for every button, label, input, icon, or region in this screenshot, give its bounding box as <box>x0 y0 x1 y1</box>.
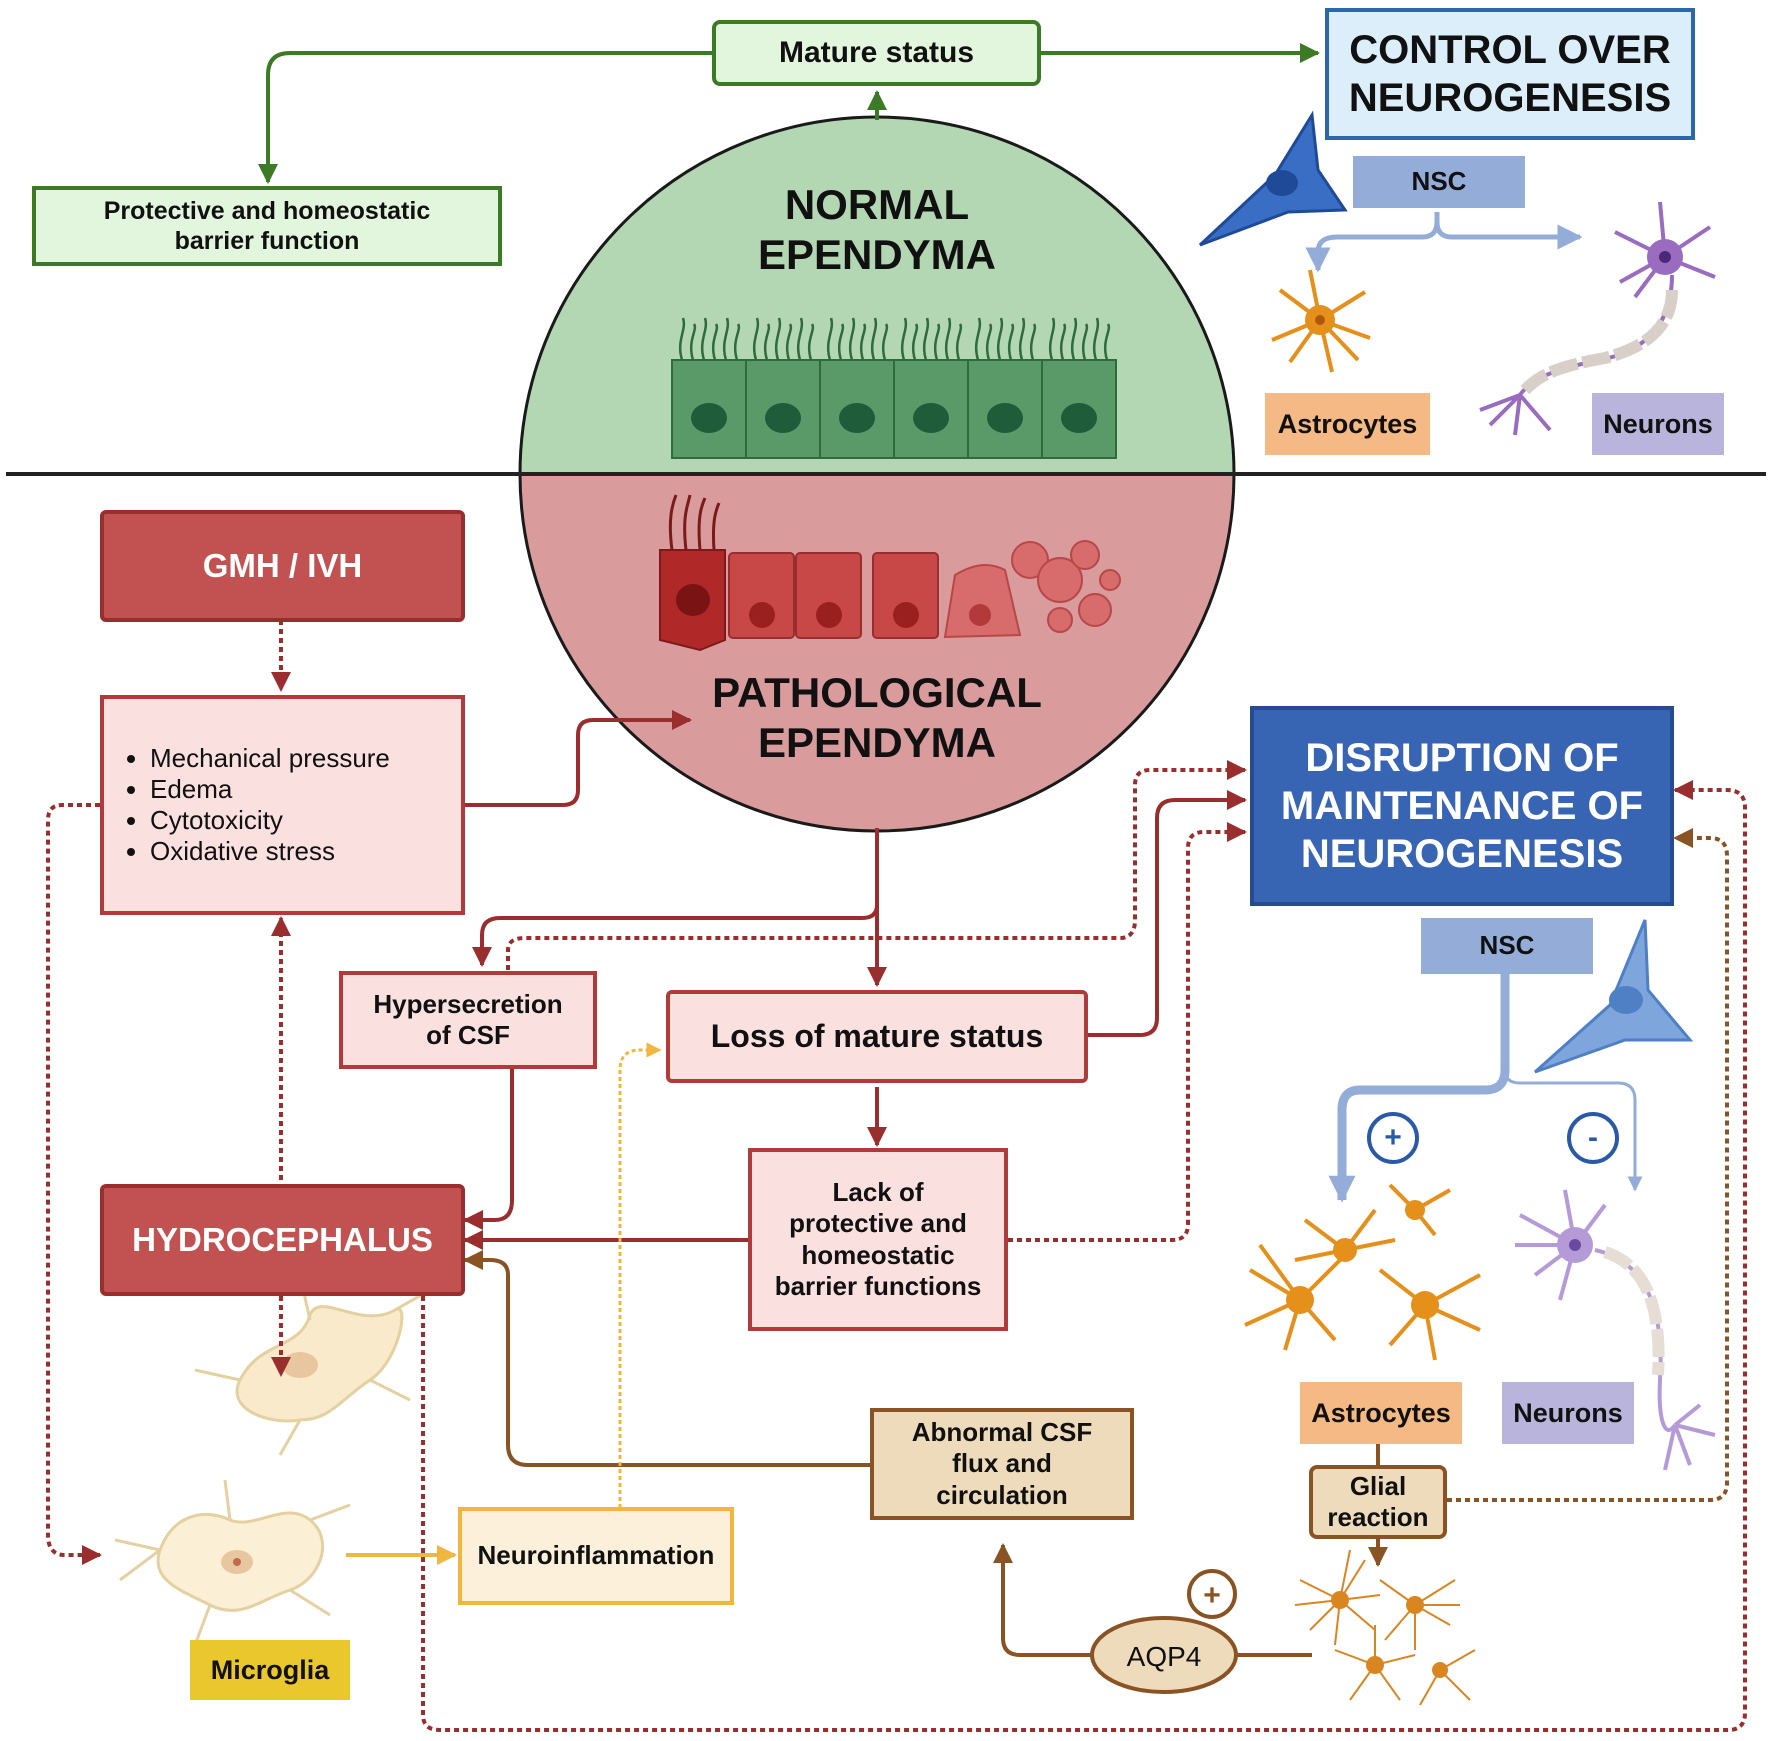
astrocyte-top <box>1271 269 1371 373</box>
abnormal-csf-box: Abnormal CSF flux and circulation <box>870 1408 1134 1520</box>
ependymal-cell <box>745 317 821 459</box>
plus-icon: + <box>1367 1112 1419 1164</box>
insult-item: Mechanical pressure <box>150 743 390 774</box>
disruption-neurogenesis-box: DISRUPTION OF MAINTENANCE OF NEUROGENESI… <box>1250 706 1674 906</box>
ependymal-cell <box>819 317 895 459</box>
hydrocephalus-box: HYDROCEPHALUS <box>100 1184 465 1296</box>
control-neurogenesis-box: CONTROL OVER NEUROGENESIS <box>1325 8 1695 140</box>
neuroinflammation-box: Neuroinflammation <box>458 1507 734 1605</box>
aqp4-plus-circle <box>1187 1569 1237 1619</box>
neuron-bottom <box>1515 1189 1716 1471</box>
top-nsc-arrows <box>1305 212 1583 273</box>
ependymal-cell <box>1041 317 1117 459</box>
bottom-nsc-arrows <box>1328 972 1643 1203</box>
aqp4-plus-icon: + <box>1203 1579 1221 1612</box>
loss-mature-status-box: Loss of mature status <box>666 990 1088 1083</box>
neuron-top <box>1479 201 1716 436</box>
ependymal-cell <box>893 317 969 459</box>
astrocytes-label-top: Astrocytes <box>1265 393 1430 455</box>
pathology-arrows <box>46 620 1747 1732</box>
minus-icon: - <box>1567 1112 1619 1164</box>
glial-reaction-box: Glial reaction <box>1309 1465 1447 1539</box>
nsc-label-bottom: NSC <box>1421 918 1593 974</box>
protective-barrier-box: Protective and homeostatic barrier funct… <box>32 186 502 266</box>
astrocyte-cluster-bottom <box>1244 1183 1481 1361</box>
microglia-label: Microglia <box>190 1640 350 1700</box>
insult-item: Edema <box>150 774 390 805</box>
reactive-astrocytes <box>1294 1549 1476 1706</box>
ependymal-cell <box>967 317 1043 459</box>
microglia-cells <box>114 1274 431 1646</box>
lack-barrier-box: Lack of protective and homeostatic barri… <box>748 1148 1008 1331</box>
neurons-label-top: Neurons <box>1592 393 1724 455</box>
top-arrows <box>258 43 1320 184</box>
pathological-ependyma-title: PATHOLOGICAL EPENDYMA <box>712 669 1042 767</box>
ependymal-cell <box>671 317 747 459</box>
aqp4-label: AQP4 <box>1127 1641 1202 1672</box>
mature-status-box: Mature status <box>712 20 1041 86</box>
astrocytes-label-bottom: Astrocytes <box>1300 1382 1462 1444</box>
neurons-label-bottom: Neurons <box>1502 1382 1634 1444</box>
nsc-label-top: NSC <box>1353 156 1525 208</box>
pathological-ependymal-cells <box>659 494 1121 652</box>
insults-box: Mechanical pressure Edema Cytotoxicity O… <box>100 695 465 915</box>
gmh-ivh-box: GMH / IVH <box>100 510 465 622</box>
normal-ependymal-cells <box>671 317 1117 459</box>
nsc-cell-bottom <box>1534 919 1694 1074</box>
hypersecretion-box: Hypersecretion of CSF <box>339 971 597 1069</box>
normal-ependyma-title: NORMAL EPENDYMA <box>757 181 997 279</box>
insult-item: Cytotoxicity <box>150 805 390 836</box>
insult-item: Oxidative stress <box>150 836 390 867</box>
insults-list: Mechanical pressure Edema Cytotoxicity O… <box>104 743 390 867</box>
nsc-cell-top <box>1198 110 1348 247</box>
aqp4-node: AQP4 + <box>1090 1569 1238 1694</box>
